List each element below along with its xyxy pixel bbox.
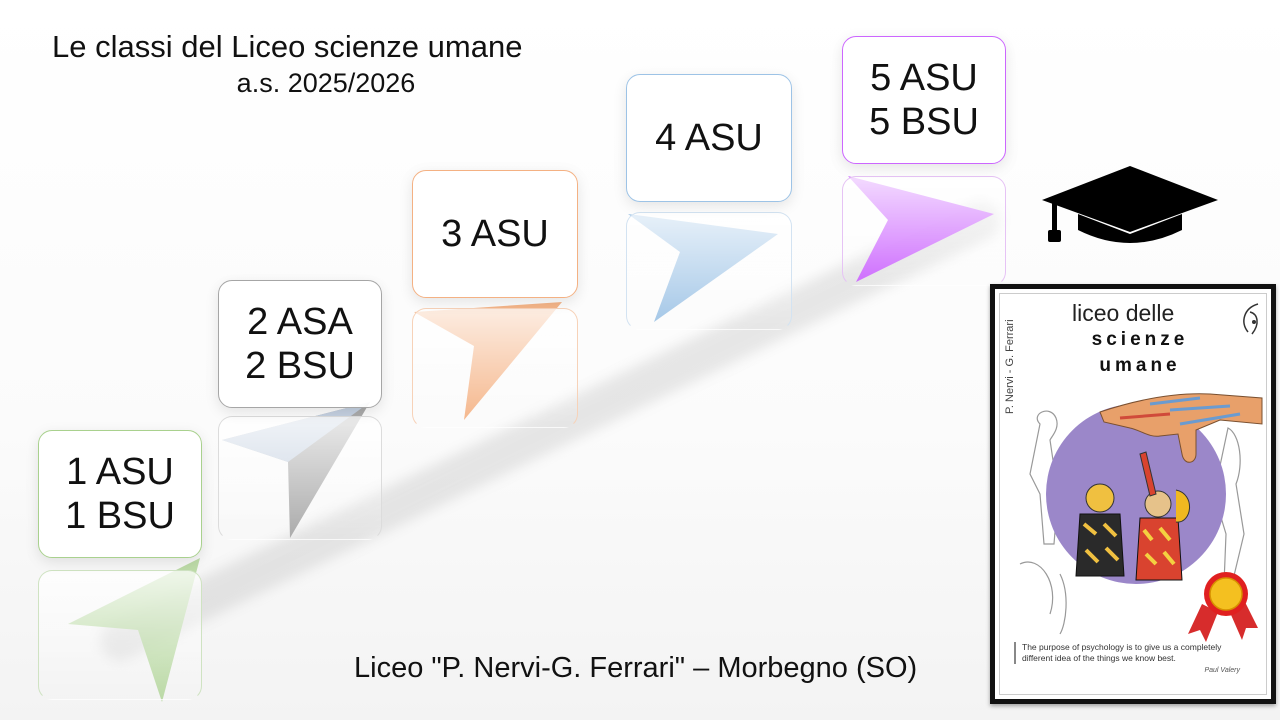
step-5-line-2: 5 BSU <box>869 101 979 143</box>
brochure-title-line-2: scienze <box>1091 329 1189 350</box>
step-4-reflection <box>626 212 792 330</box>
school-footer: Liceo "P. Nervi-G. Ferrari" – Morbegno (… <box>354 652 918 684</box>
diagonal-shadow <box>100 200 1000 660</box>
step-box-2: 2 ASA 2 BSU <box>218 280 382 408</box>
brochure-cover: liceo delle scienze umane P. Nervi - G. … <box>990 284 1276 704</box>
step-3-reflection <box>412 308 578 428</box>
step-4-line-1: 4 ASU <box>655 117 763 159</box>
step-box-1: 1 ASU 1 BSU <box>38 430 202 558</box>
step-box-4: 4 ASU <box>626 74 792 202</box>
step-2-line-1: 2 ASA <box>247 301 353 343</box>
brochure-quote-author: Paul Valery <box>1204 667 1240 674</box>
graduation-cap-icon <box>1042 166 1218 243</box>
step-1-line-2: 1 BSU <box>65 495 175 537</box>
step-1-reflection <box>38 570 202 700</box>
page-subtitle: a.s. 2025/2026 <box>236 68 416 98</box>
page-title: Le classi del Liceo scienze umane <box>52 29 523 64</box>
step-2-reflection <box>218 416 382 540</box>
step-box-3: 3 ASU <box>412 170 578 298</box>
brochure-title-line-3: umane <box>1099 355 1181 376</box>
step-2-line-2: 2 BSU <box>245 345 355 387</box>
brochure-quote: The purpose of psychology is to give us … <box>1014 642 1254 664</box>
step-1-line-1: 1 ASU <box>66 451 174 493</box>
step-3-line-1: 3 ASU <box>441 213 549 255</box>
award-ribbon-icon <box>1188 572 1258 642</box>
step-box-5: 5 ASU 5 BSU <box>842 36 1006 164</box>
brochure-illustration <box>1019 393 1263 635</box>
school-logo-icon <box>1243 303 1259 335</box>
step-5-line-1: 5 ASU <box>870 57 978 99</box>
brochure-inner: liceo delle scienze umane P. Nervi - G. … <box>999 293 1267 695</box>
step-5-reflection <box>842 176 1006 286</box>
brochure-title-line-1: liceo delle <box>1072 300 1175 326</box>
